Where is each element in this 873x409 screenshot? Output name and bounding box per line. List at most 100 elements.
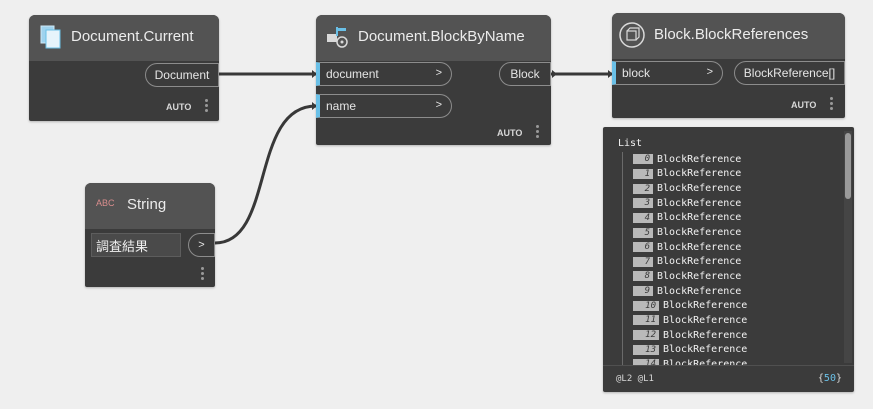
list-value: BlockReference: [657, 168, 742, 180]
node-title: Block.BlockReferences: [654, 26, 809, 43]
lacing-label[interactable]: AUTO: [497, 128, 523, 138]
node-title: Document.Current: [71, 28, 194, 45]
wire-string-name[interactable]: [214, 104, 317, 245]
list-value: BlockReference: [663, 300, 748, 312]
list-item: 10 BlockReference: [633, 298, 747, 313]
list-item: 3 BlockReference: [633, 196, 747, 211]
list-value: BlockReference: [657, 183, 742, 195]
port-label: BlockReference[]: [743, 66, 836, 80]
list-value: BlockReference: [657, 256, 742, 268]
list-index: 6: [633, 242, 653, 253]
port-label: block: [622, 66, 651, 80]
document-icon: [40, 25, 62, 53]
list-index: 12: [633, 330, 659, 340]
output-port-document[interactable]: Document: [145, 63, 219, 87]
lacing-label[interactable]: AUTO: [166, 102, 192, 112]
list-item: 13 BlockReference: [633, 342, 747, 357]
abc-text-icon: ABC: [96, 198, 115, 208]
node-document-current[interactable]: Document.Current Document AUTO: [29, 15, 219, 121]
node-title: String: [127, 196, 167, 213]
block-by-name-icon: [325, 24, 351, 54]
output-port-block[interactable]: Block: [499, 62, 551, 86]
list-value: BlockReference: [657, 285, 742, 297]
list-index: 2: [633, 183, 653, 194]
list-title: List: [618, 138, 643, 149]
node-header[interactable]: Block.BlockReferences: [612, 13, 845, 59]
list-item: 12 BlockReference: [633, 328, 747, 343]
list-value: BlockReference: [657, 197, 742, 209]
list-value: BlockReference: [663, 358, 748, 365]
list-index: 5: [633, 227, 653, 238]
list-item: 1 BlockReference: [633, 167, 747, 182]
list-item: 11 BlockReference: [633, 313, 747, 328]
list-value: BlockReference: [663, 314, 748, 326]
port-arrow-icon[interactable]: >: [435, 67, 442, 79]
list-value: BlockReference: [657, 241, 742, 253]
list-item: 7 BlockReference: [633, 254, 747, 269]
node-menu-icon[interactable]: [536, 125, 539, 140]
list-item: 4 BlockReference: [633, 211, 747, 226]
list-value: BlockReference: [657, 212, 742, 224]
output-port-block-reference-list[interactable]: BlockReference[]: [734, 61, 845, 85]
list-index: 13: [633, 344, 659, 355]
node-string[interactable]: ABC String 調査結果 >: [85, 183, 215, 287]
input-port-name[interactable]: name >: [316, 94, 452, 118]
output-port-string[interactable]: >: [188, 233, 215, 257]
list-value: BlockReference: [663, 344, 748, 356]
list-value: BlockReference: [657, 270, 742, 282]
node-header[interactable]: ABC String: [85, 183, 215, 229]
item-count: {50}: [818, 373, 842, 384]
port-label: Document: [154, 68, 210, 82]
node-block-references[interactable]: Block.BlockReferences block > BlockRefer…: [612, 13, 845, 118]
list-item: 0 BlockReference: [633, 152, 747, 167]
list-index: 1: [633, 168, 653, 179]
list-value: BlockReference: [657, 153, 742, 165]
preview-footer: @L2 @L1 {50}: [603, 365, 854, 392]
list-index: 11: [633, 315, 659, 326]
input-port-block[interactable]: block >: [612, 61, 723, 85]
list-index: 10: [633, 300, 659, 311]
node-header[interactable]: Document.BlockByName: [316, 15, 551, 61]
node-header[interactable]: Document.Current: [29, 15, 219, 61]
lacing-label[interactable]: AUTO: [791, 100, 817, 110]
list-index: 0: [633, 154, 653, 165]
port-label: name: [326, 99, 357, 113]
tree-line: [622, 152, 623, 365]
block-references-icon: [618, 21, 646, 53]
scrollbar[interactable]: [844, 131, 852, 363]
list-index: 7: [633, 256, 653, 267]
list-index: 9: [633, 286, 653, 297]
node-menu-icon[interactable]: [205, 99, 208, 114]
list-index: 14: [633, 359, 659, 365]
list-item: 14 BlockReference: [633, 357, 747, 365]
node-title: Document.BlockByName: [358, 28, 525, 45]
input-port-document[interactable]: document >: [316, 62, 452, 86]
list-value: BlockReference: [657, 227, 742, 239]
list-item: 8 BlockReference: [633, 269, 747, 284]
port-label: document: [326, 67, 379, 81]
count-brace-close: }: [835, 373, 842, 384]
port-arrow-icon[interactable]: >: [706, 66, 713, 78]
node-menu-icon[interactable]: [201, 267, 204, 282]
port-arrow-icon[interactable]: >: [435, 99, 442, 111]
count-value: 50: [823, 373, 836, 384]
node-menu-icon[interactable]: [830, 97, 833, 112]
list-item: 2 BlockReference: [633, 181, 747, 196]
node-block-by-name[interactable]: Document.BlockByName document > name > B…: [316, 15, 551, 145]
list-item: 5 BlockReference: [633, 225, 747, 240]
list-levels: @L2 @L1: [616, 374, 654, 384]
list-item: 6 BlockReference: [633, 240, 747, 255]
port-label: Block: [510, 67, 540, 81]
scrollbar-thumb[interactable]: [845, 133, 851, 199]
string-value-input[interactable]: 調査結果: [91, 233, 181, 257]
list-index: 4: [633, 212, 653, 223]
count-brace-open: {: [817, 373, 824, 384]
list-value: BlockReference: [663, 329, 748, 341]
list-index: 3: [633, 198, 653, 209]
list-item: 9 BlockReference: [633, 284, 747, 299]
list-index: 8: [633, 271, 653, 282]
